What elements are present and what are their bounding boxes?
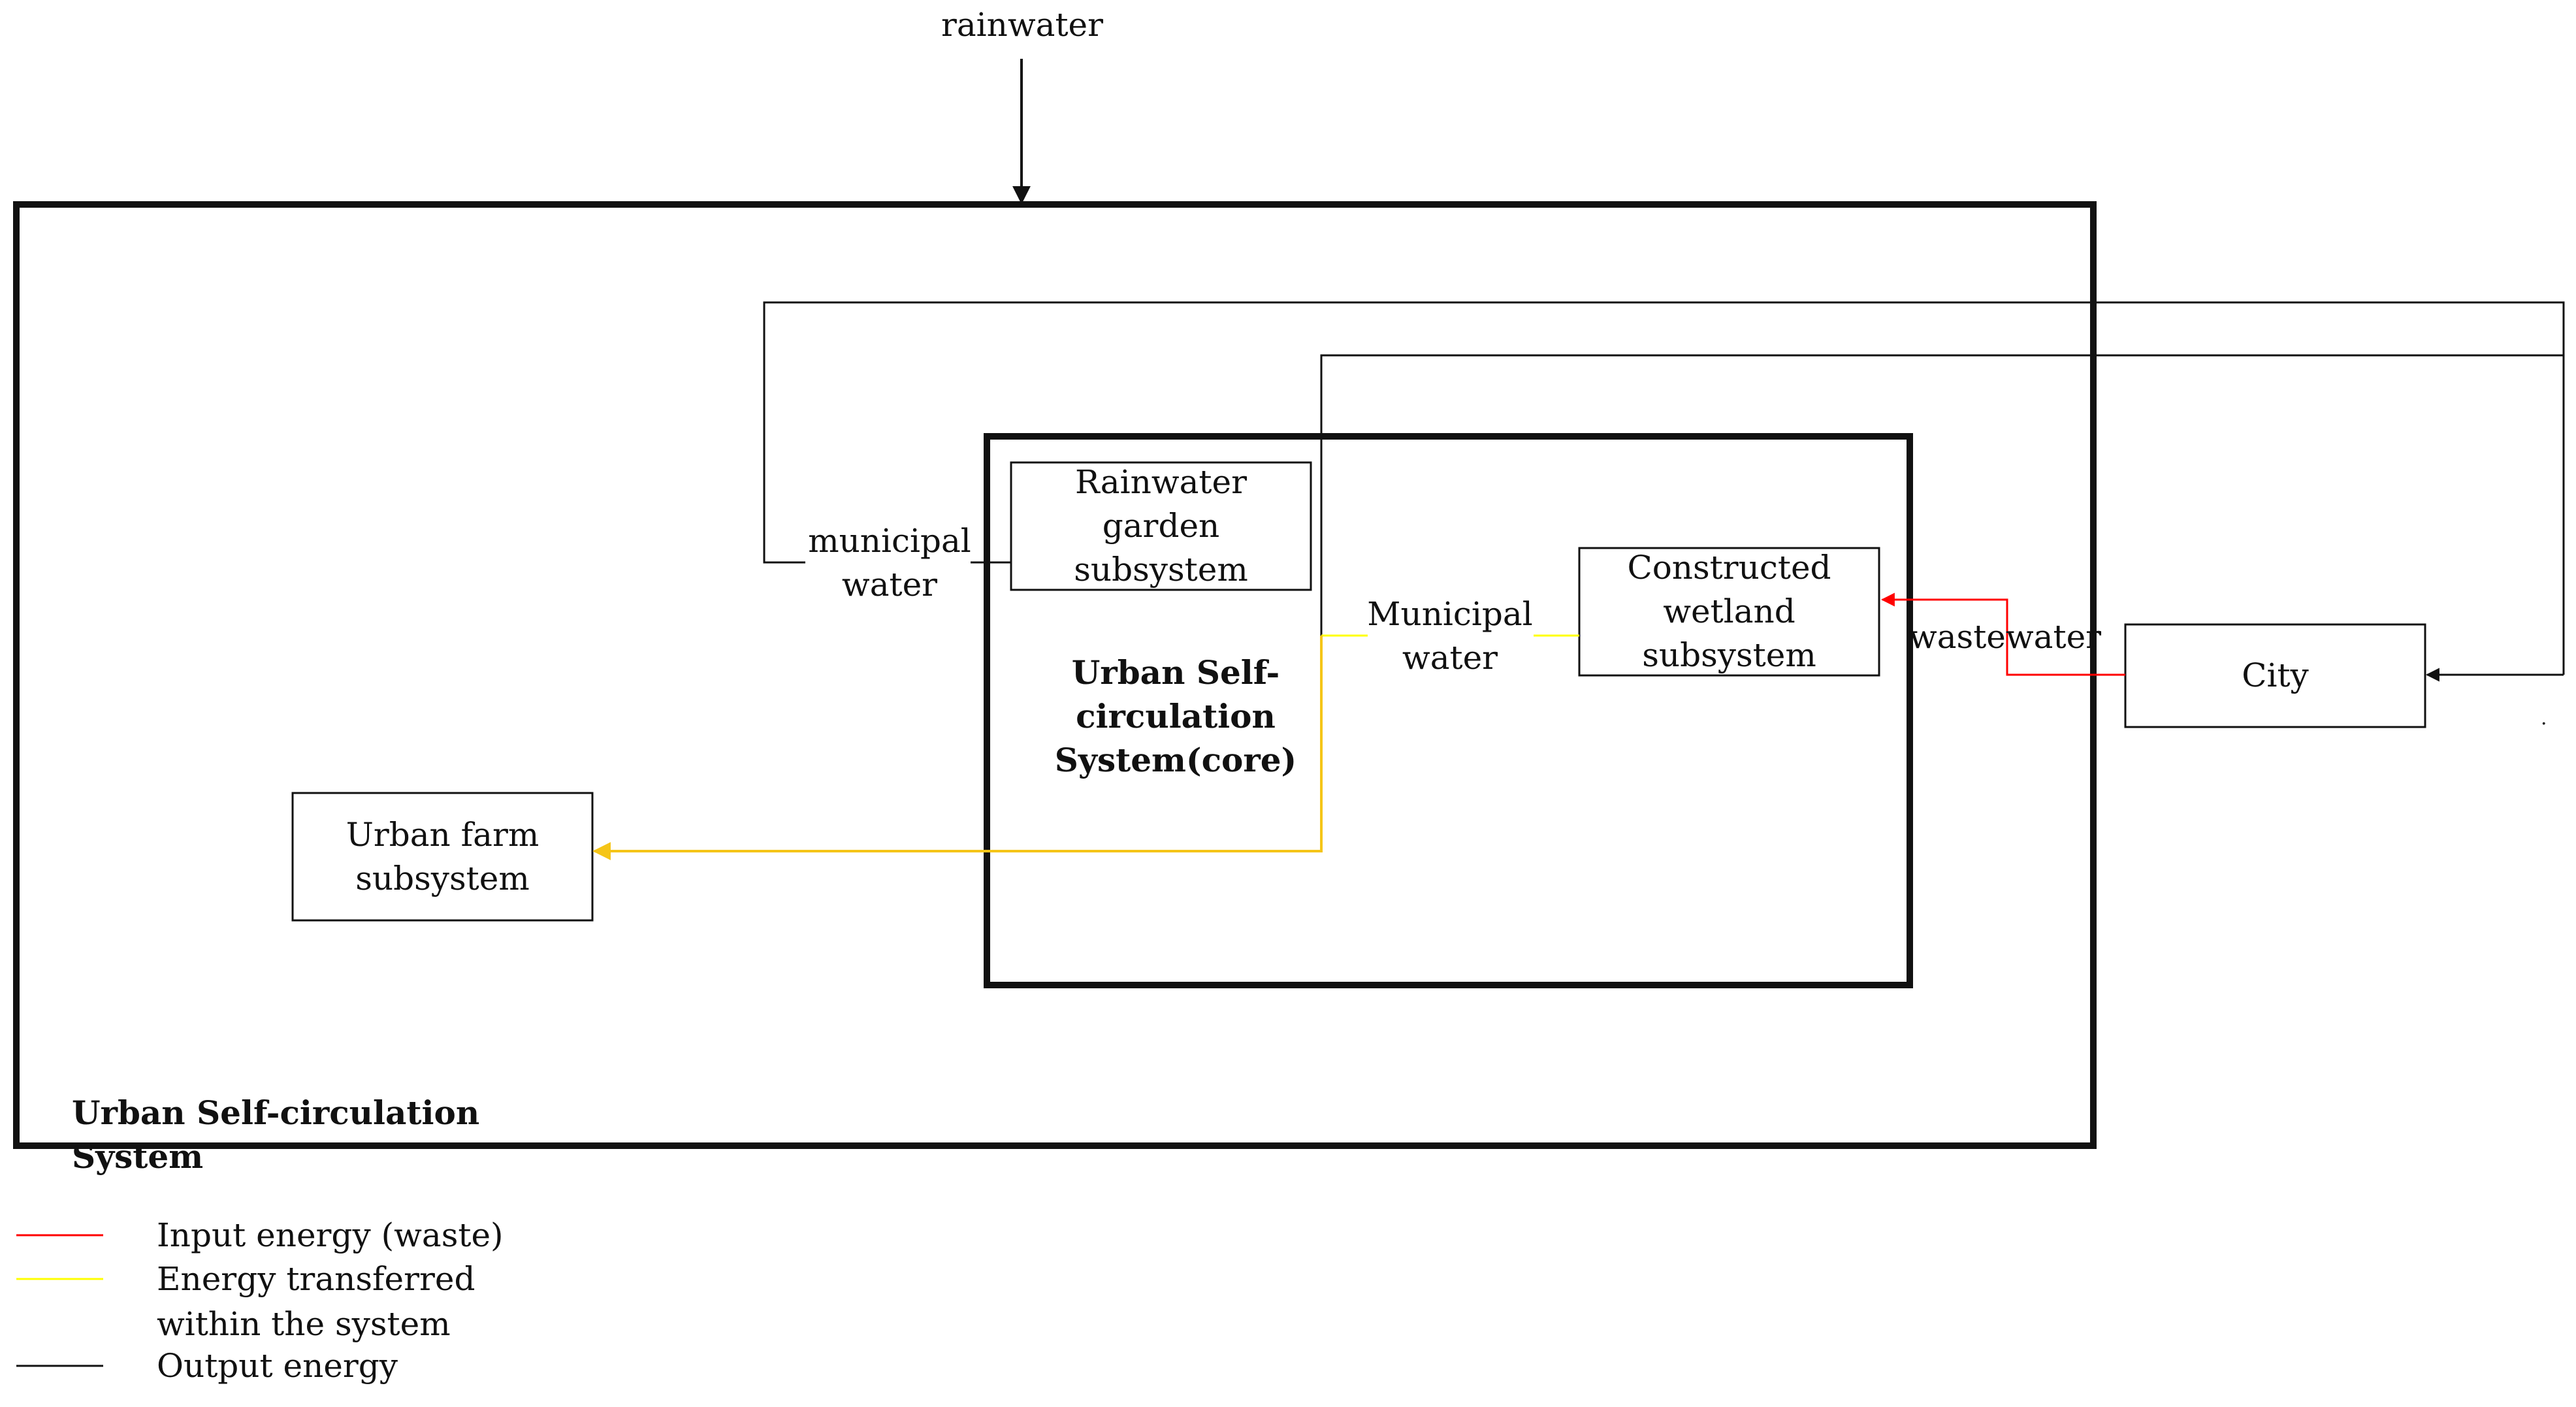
core-system-box <box>984 433 1913 988</box>
city-to-municipal-left-line <box>763 301 2565 675</box>
core-system-label: Urban Self- circulation System(core) <box>1054 653 1297 779</box>
rain-garden-label: Rainwater garden subsystem <box>1074 463 1248 589</box>
wastewater-line <box>1880 592 2125 676</box>
city-to-core-line <box>1320 354 2564 636</box>
city-label: City <box>2242 656 2309 694</box>
trailing-dot: . <box>2541 707 2547 730</box>
municipal-water-center-label: Municipal water <box>1367 595 1533 677</box>
legend-transferred-label: Energy transferred within the system <box>157 1260 475 1343</box>
wetland-label: Constructed wetland subsystem <box>1627 549 1831 674</box>
urban-farm-label: Urban farm subsystem <box>346 815 539 898</box>
municipal-water-left-label: municipal water <box>808 522 971 604</box>
city-box <box>2124 623 2426 728</box>
rain-garden-box <box>1010 461 1312 591</box>
legend-input-label: Input energy (waste) <box>157 1216 504 1254</box>
outer-system-label: Urban Self-circulation System <box>72 1093 480 1176</box>
rainwater-label: rainwater <box>941 6 1104 44</box>
wastewater-label: wastewater <box>1908 618 2102 656</box>
wetland-box <box>1578 547 1880 677</box>
legend-output-label: Output energy <box>157 1347 398 1385</box>
core-to-urban-farm-line <box>592 636 1323 860</box>
urban-farm-box <box>291 792 594 922</box>
